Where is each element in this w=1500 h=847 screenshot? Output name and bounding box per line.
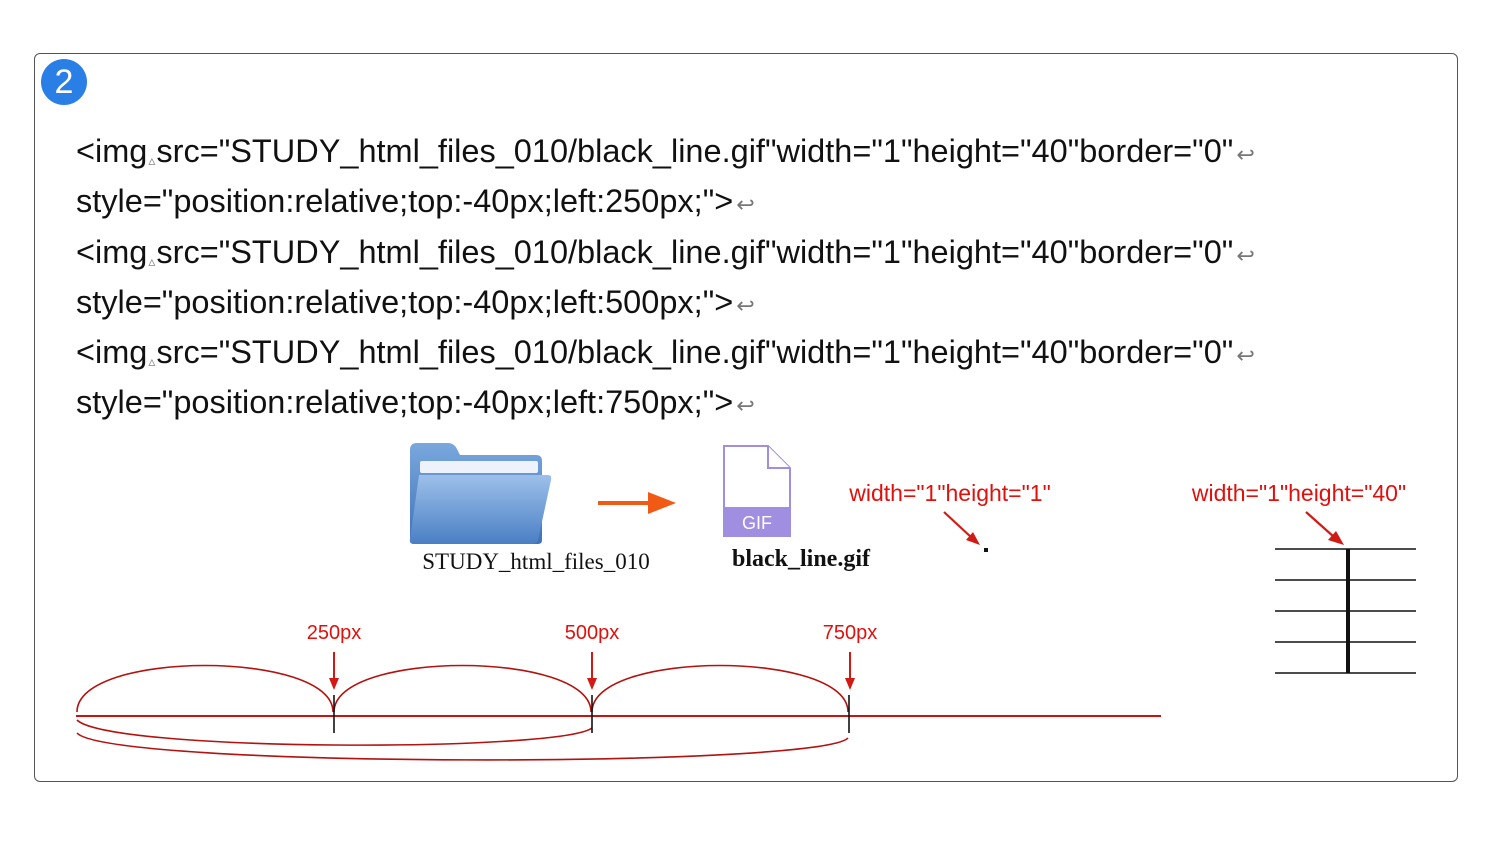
space-mark-icon: ▵ bbox=[148, 252, 156, 269]
offset-label-250: 250px bbox=[307, 622, 362, 644]
code-block: <img▵src="STUDY_html_files_010/black_lin… bbox=[76, 126, 1255, 428]
folder-icon bbox=[409, 443, 552, 544]
return-mark-icon: ↩ bbox=[1236, 243, 1255, 269]
code-text: <img bbox=[76, 133, 148, 169]
down-arrow-icon bbox=[845, 678, 855, 690]
folder-label: STUDY_html_files_010 bbox=[422, 549, 649, 574]
code-line-1: <img▵src="STUDY_html_files_010/black_lin… bbox=[76, 126, 1255, 176]
content-frame bbox=[34, 53, 1458, 782]
code-line-3: <img▵src="STUDY_html_files_010/black_lin… bbox=[76, 227, 1255, 277]
pointer-arrow-icon bbox=[943, 511, 980, 545]
annotation-1x40: width="1"height="40" bbox=[1191, 480, 1406, 506]
code-line-5: <img▵src="STUDY_html_files_010/black_lin… bbox=[76, 327, 1255, 377]
offset-label-500: 500px bbox=[565, 622, 620, 644]
code-text: src="STUDY_html_files_010/black_line.gif… bbox=[156, 334, 1234, 371]
forty-px-line-sample bbox=[1275, 548, 1416, 674]
pointer-arrow-icon bbox=[1305, 511, 1344, 545]
code-text: <img bbox=[76, 334, 148, 371]
code-line-6: style="position:relative;top:-40px;left:… bbox=[76, 377, 1255, 427]
return-mark-icon: ↩ bbox=[736, 293, 755, 319]
gif-file-icon: GIF bbox=[723, 445, 791, 537]
code-text: <img bbox=[76, 233, 148, 270]
return-mark-icon: ↩ bbox=[1236, 143, 1255, 168]
return-mark-icon: ↩ bbox=[736, 394, 755, 420]
code-text: style="position:relative;top:-40px;left:… bbox=[76, 384, 734, 421]
arrow-icon bbox=[598, 492, 676, 514]
gif-badge-text: GIF bbox=[742, 513, 772, 533]
code-text: src="STUDY_html_files_010/black_line.gif… bbox=[156, 233, 1234, 270]
space-mark-icon: ▵ bbox=[148, 353, 156, 370]
offset-diagram: 250px 500px 750px bbox=[76, 622, 1161, 761]
code-line-4: style="position:relative;top:-40px;left:… bbox=[76, 277, 1255, 327]
down-arrow-icon bbox=[329, 678, 339, 690]
offset-label-750: 750px bbox=[823, 622, 878, 644]
code-text: src="STUDY_html_files_010/black_line.gif… bbox=[156, 133, 1234, 169]
return-mark-icon: ↩ bbox=[1236, 344, 1255, 370]
annotation-1x1: width="1"height="1" bbox=[848, 480, 1050, 506]
step-number-badge: 2 bbox=[41, 59, 87, 105]
return-mark-icon: ↩ bbox=[736, 193, 755, 219]
code-text: style="position:relative;top:-40px;left:… bbox=[76, 183, 734, 220]
space-mark-icon: ▵ bbox=[148, 152, 156, 168]
code-text: style="position:relative;top:-40px;left:… bbox=[76, 283, 734, 320]
down-arrow-icon bbox=[587, 678, 597, 690]
gif-file-label: black_line.gif bbox=[732, 546, 871, 572]
code-line-2: style="position:relative;top:-40px;left:… bbox=[76, 176, 1255, 226]
one-pixel-dot bbox=[984, 548, 988, 552]
